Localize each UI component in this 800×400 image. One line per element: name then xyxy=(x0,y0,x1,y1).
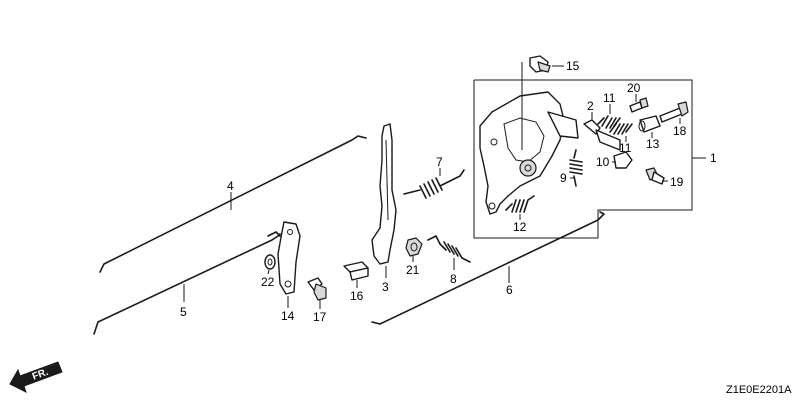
bolt-part-18 xyxy=(659,101,689,124)
callout-12: 12 xyxy=(513,220,527,234)
callout-22: 22 xyxy=(261,275,275,289)
callout-8: 8 xyxy=(450,272,457,286)
callout-4: 4 xyxy=(227,179,234,193)
washer-part-22 xyxy=(264,254,276,275)
block-part-16 xyxy=(343,261,369,288)
callout-3: 3 xyxy=(382,280,389,294)
figure-code: Z1E0E2201A xyxy=(726,384,792,396)
bolt-part-20 xyxy=(629,94,649,113)
bolt-part-15 xyxy=(529,55,564,73)
spring-part-11a xyxy=(597,104,621,129)
plate-part-2 xyxy=(583,112,621,151)
spring-part-7 xyxy=(403,168,465,199)
callout-15: 15 xyxy=(566,59,580,73)
callout-7: 7 xyxy=(436,155,443,169)
callout-14: 14 xyxy=(281,309,295,323)
callout-1: 1 xyxy=(710,151,717,165)
plate-part-14 xyxy=(277,221,301,308)
front-direction-arrow: FR. xyxy=(9,361,63,393)
callout-16: 16 xyxy=(350,289,364,303)
callout-18: 18 xyxy=(673,124,687,138)
spring-part-9 xyxy=(569,149,583,187)
callout-17: 17 xyxy=(313,310,327,324)
direction-label: FR. xyxy=(31,367,50,383)
nut-part-21 xyxy=(405,237,423,262)
callout-10: 10 xyxy=(596,155,610,169)
spring-part-11b xyxy=(609,123,633,142)
spring-part-12 xyxy=(505,195,535,220)
bolt-part-19 xyxy=(645,167,668,185)
callout-20: 20 xyxy=(627,81,641,95)
rod-part-4 xyxy=(99,135,367,273)
rod-part-6 xyxy=(371,211,605,325)
callout-19: 19 xyxy=(670,175,684,189)
lever-part-3 xyxy=(371,123,397,278)
spring-part-8 xyxy=(427,235,471,270)
assembly-frame xyxy=(473,79,706,239)
clip-part-10 xyxy=(612,151,633,169)
callout-21: 21 xyxy=(406,263,420,277)
bolt-part-17 xyxy=(307,277,327,309)
callout-13: 13 xyxy=(646,137,660,151)
callout-5: 5 xyxy=(180,305,187,319)
collar-part-13 xyxy=(638,115,661,138)
callout-9: 9 xyxy=(560,171,567,185)
governor-bracket xyxy=(479,62,579,215)
callout-11a: 11 xyxy=(603,91,616,105)
callout-11b: 11 xyxy=(619,141,632,155)
rod-part-5 xyxy=(93,231,281,335)
callout-2: 2 xyxy=(587,99,594,113)
callout-6: 6 xyxy=(506,283,513,297)
